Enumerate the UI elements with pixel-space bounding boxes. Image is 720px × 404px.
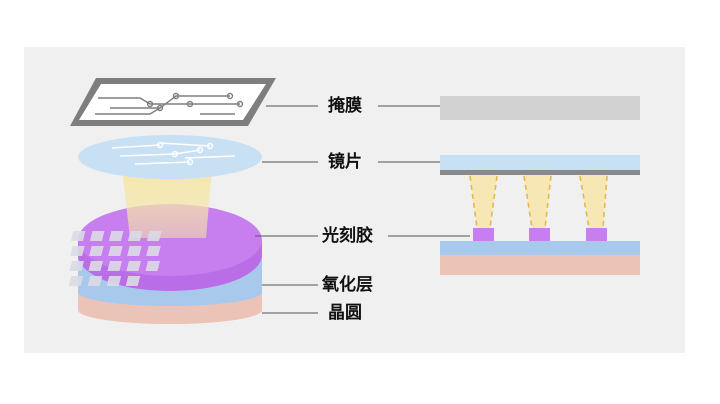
label-lens: 镜片 <box>328 152 362 172</box>
leader-lines-right <box>378 105 470 237</box>
mask-section <box>440 96 640 120</box>
wafer-section <box>440 255 640 275</box>
label-wafer: 晶圆 <box>328 303 362 323</box>
lens-3d <box>78 135 262 179</box>
exposed-pattern <box>68 231 162 286</box>
leader-lines-left <box>255 105 318 314</box>
label-photoresist: 光刻胶 <box>322 226 373 246</box>
photoresist-3d <box>78 204 262 291</box>
label-mask: 掩膜 <box>328 96 362 116</box>
light-beam <box>122 168 212 238</box>
mask-3d <box>70 78 276 126</box>
lens-section <box>440 155 640 175</box>
oxide-section <box>440 241 640 255</box>
label-oxide: 氧化层 <box>322 275 373 295</box>
light-beams-section <box>469 175 608 229</box>
photoresist-section <box>473 228 607 241</box>
